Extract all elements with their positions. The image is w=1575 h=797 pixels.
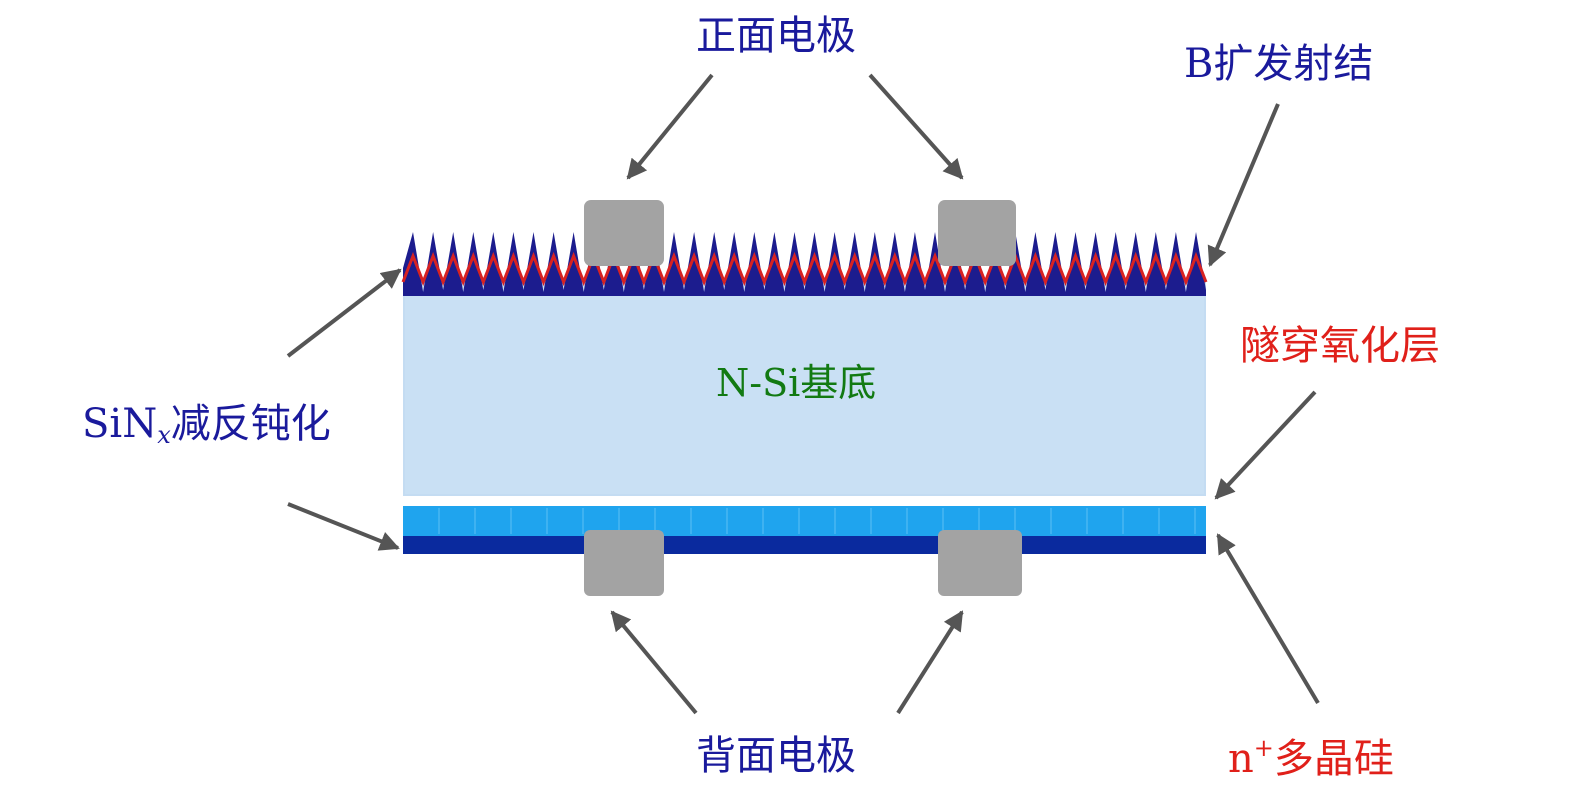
tunnel-oxide-layer	[403, 496, 1206, 506]
sinx-label-sub: x	[157, 421, 171, 449]
arrow-icon	[626, 73, 714, 180]
sinx-label: SiNx减反钝化	[82, 404, 331, 447]
arrow-icon	[868, 73, 964, 180]
poly-label-suffix: 多晶硅	[1273, 736, 1394, 782]
arrow-icon	[896, 610, 964, 715]
arrow-icon	[286, 268, 402, 358]
front-electrode-left	[584, 200, 664, 266]
poly-label-prefix: n	[1228, 736, 1254, 782]
sinx-label-suffix: 减反钝化	[170, 401, 331, 447]
back-electrode-left	[584, 530, 664, 596]
poly-layer-grid	[438, 508, 1196, 534]
back-electrode-label: 背面电极	[696, 733, 856, 779]
arrow-icon	[1207, 103, 1280, 267]
arrow-icon	[610, 610, 698, 715]
b-emitter-label: B扩发射结	[1184, 41, 1374, 87]
arrow-icon	[287, 502, 400, 551]
back-electrode-right	[938, 530, 1022, 596]
b-emitter-zigzag	[401, 251, 1208, 287]
substrate-highlight	[405, 280, 1204, 494]
n-plus-poly-label: n+多晶硅	[1228, 736, 1394, 779]
sinx-label-prefix: SiN	[82, 401, 158, 447]
arrow-icon	[1216, 533, 1320, 705]
poly-label-sup: +	[1253, 734, 1274, 762]
front-electrode-label: 正面电极	[696, 13, 856, 59]
back-sinx-layer	[403, 536, 1206, 554]
n-plus-poly-layer	[403, 506, 1206, 536]
arrow-icon	[1214, 390, 1317, 500]
n-si-substrate	[403, 278, 1206, 496]
front-electrode-right	[938, 200, 1016, 266]
substrate-label: N-Si基底	[716, 361, 877, 405]
tunnel-oxide-label: 隧穿氧化层	[1240, 323, 1440, 369]
